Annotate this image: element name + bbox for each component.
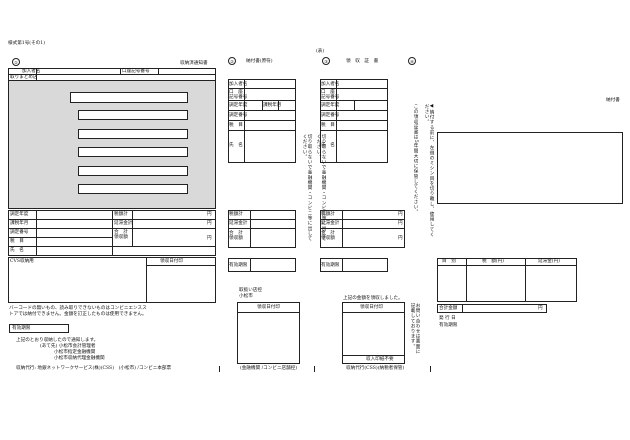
rt-head-late: 延滞金(円) [538, 259, 560, 264]
s1-unit-3: 円 [207, 236, 212, 241]
s1-row-num: 調定番号 [10, 230, 29, 235]
s2-footer: (金融機関 /コンビニ店舗控) [240, 366, 298, 371]
rt-issue-date: 発 行 日 [439, 316, 456, 321]
s1-row-month: 課税年月 [10, 221, 29, 226]
barcode-row-6 [78, 184, 188, 194]
s1-due-label: 有効期限 [12, 326, 31, 331]
s1-row-name: 氏 名 [10, 248, 24, 253]
s3-row-account: 口 座 記号番号 [321, 90, 340, 100]
s2-row-account: 口 座 記号番号 [229, 90, 248, 100]
s2-date-stamp-label: 領収日付印 [257, 305, 280, 310]
s3-due-label: 有効期限 [321, 263, 340, 268]
s3-due-box [320, 258, 388, 272]
s3-unit-2: 円 [398, 221, 403, 226]
s2-row-month: 課税年月 [263, 103, 282, 108]
right-slip-title: 納付書 [606, 98, 620, 103]
circle-4: ④ [408, 57, 416, 65]
right-vertical-note-2: この領収証書は5年間大切に保管してください。 [413, 104, 418, 215]
inquiry-note: お問い合わせは裏面に記載しております。 [410, 303, 420, 354]
right-vertical-note-1: ◀納付する前に、左側のミシン目を切り離し、使用してください。 [424, 104, 434, 237]
slip3-title: 領 収 証 書 [346, 59, 379, 64]
s1-unit-1: 円 [207, 212, 212, 217]
barcode-row-1 [70, 92, 188, 103]
barcode-row-5 [78, 166, 188, 176]
slip3-upper-table [320, 79, 388, 163]
s3-vertical-note: 切り取らないで金融機関・コンビニ等に出してください。 [316, 134, 326, 242]
s3-date-stamp-label: 領収日付印 [360, 305, 383, 310]
agent-line: 収納代行: 地銀ネットワークサービス(株)(CSS) (小松市) /コンビニ本部… [16, 366, 172, 371]
s3-row-year: 調定年度 [321, 103, 340, 108]
s1-row-year: 調定年度 [10, 212, 29, 217]
s2-row-year: 調定年度 [229, 103, 248, 108]
cvs-label: CVS収納用 [10, 259, 34, 264]
s3-sum-late: 延滞金計 [321, 221, 340, 226]
s2-row-num: 調定番号 [229, 113, 248, 118]
addressee: (あて先) 小松市会計管理者 [40, 344, 96, 349]
stamp-not-required: 収入印紙不要 [366, 357, 394, 362]
s1-date-stamp-label: 領収日付印 [160, 259, 183, 264]
s3-row-tax: 税 目 [321, 123, 335, 128]
notice-text: 上記のとおり収納したので通知します。 [16, 338, 99, 343]
barcode-row-4 [78, 147, 188, 157]
s1-row-tax: 税 目 [10, 239, 24, 244]
slip2-sum-table [228, 210, 296, 248]
s3-row-num: 調定番号 [321, 113, 340, 118]
rt-total-unit: 円 [538, 306, 543, 311]
form-number: 様式第1号(その1) [8, 41, 45, 46]
s2-row-name: 氏 名 [229, 143, 243, 148]
right-tax-table [437, 258, 577, 302]
account-label: 口座記号番号 [122, 69, 150, 74]
keep-label-1: 取扱い店控 [239, 288, 262, 293]
s3-row-name: 氏 名 [321, 143, 335, 148]
bank-1: 小松市指定金融機関 [54, 350, 96, 355]
s1-sum-total: 合 計 領収額 [114, 230, 128, 240]
s2-sum-late: 延滞金計 [229, 221, 248, 226]
s1-unit-2: 円 [207, 221, 212, 226]
s2-row-payer: 加入者名 [229, 82, 248, 87]
s2-due-label: 有効期限 [229, 263, 248, 268]
s3-row-payer: 加入者名 [321, 82, 340, 87]
s2-stamp-box [237, 302, 300, 364]
slip3-sum-table [320, 210, 405, 248]
s2-row-tax: 税 目 [229, 123, 243, 128]
recipient-label: 取りまとめ店 [10, 75, 38, 80]
payer-label: 加入者名 [22, 69, 41, 74]
barcode-row-3 [78, 129, 188, 139]
s3-unit-1: 円 [398, 212, 403, 217]
s3-unit-3: 円 [398, 236, 403, 241]
s3-stamp-box [342, 302, 405, 364]
rt-total-label: 合計金額 [439, 306, 458, 311]
bank-2: 小松市収納代理金融機関 [54, 356, 105, 361]
slip1-cvs-area [8, 257, 216, 303]
rt-due-label: 有効期限 [439, 323, 458, 328]
circle-1: ① [12, 58, 20, 66]
s2-due-box [228, 258, 296, 272]
s1-sum-tax: 税額計 [114, 212, 128, 217]
barcode-note: バーコードの無いもの、読み取りできないものはコンビニエンスストアでは納付できませ… [9, 306, 147, 317]
keep-label-2: 小松市 [239, 294, 253, 299]
right-blank-box [437, 132, 623, 204]
circle-3: ③ [322, 57, 330, 65]
s2-vertical-note: 切り取らないで金融機関・コンビニ等に出してください。 [302, 134, 312, 242]
right-total-box [437, 304, 547, 313]
slip2-upper-table [228, 79, 296, 163]
rt-head-item: 目 別 [442, 259, 456, 264]
circle-2: ② [228, 57, 236, 65]
s2-sum-total: 合 計 領収額 [229, 231, 243, 241]
s1-sum-late: 延滞金計 [114, 221, 133, 226]
slip1-title: 収納済通知書 [180, 61, 208, 66]
cut-mark [314, 366, 315, 372]
s3-sum-total: 合 計 領収額 [321, 231, 335, 241]
rt-head-tax: 税 額(円) [482, 259, 504, 264]
received-text: 上記の金額を領収しました。 [343, 296, 403, 301]
cut-mark [219, 366, 220, 372]
face-mark: (表) [316, 49, 325, 54]
barcode-row-2 [78, 110, 188, 120]
s1-due-box [9, 324, 69, 333]
cut-mark [430, 366, 431, 372]
s3-sum-tax: 税額計 [321, 212, 335, 217]
s2-sum-tax: 税額計 [229, 212, 243, 217]
s3-footer: 収納代行(CSS)(納税者保管) [346, 366, 405, 371]
slip2-title: 納付書(原符) [246, 59, 273, 64]
